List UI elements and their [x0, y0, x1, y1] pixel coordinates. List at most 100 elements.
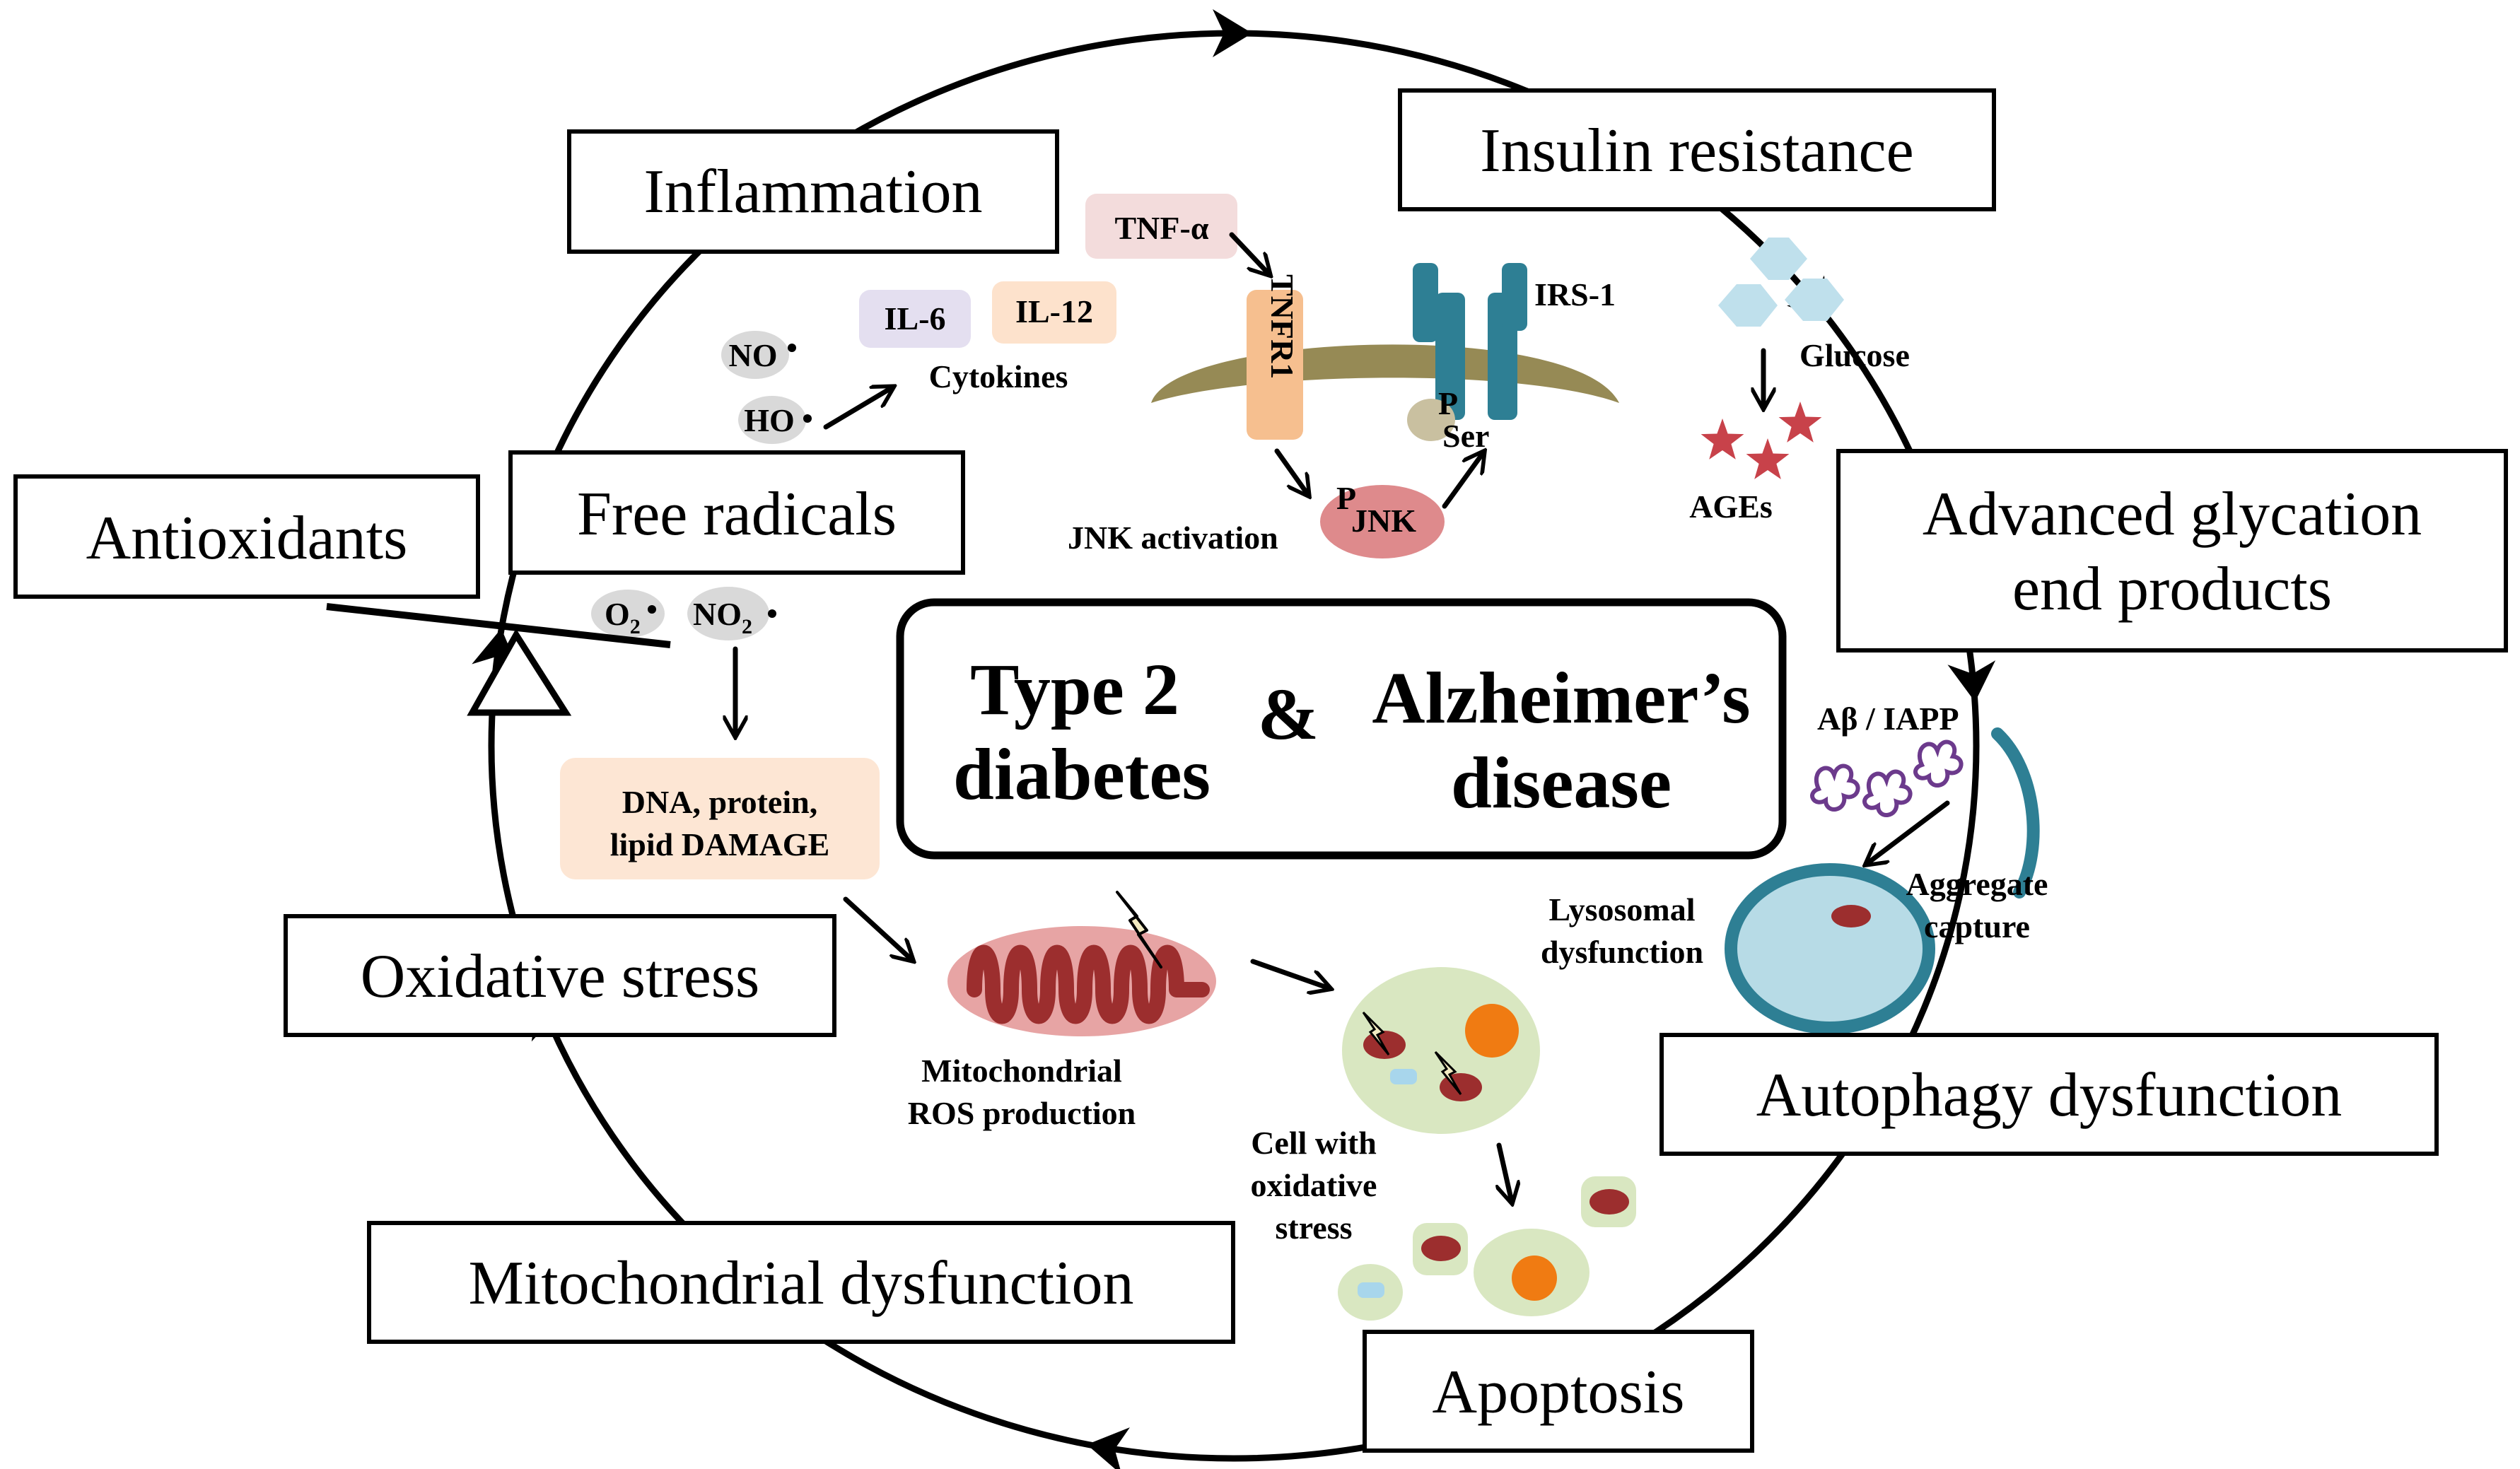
- receptor-to-jnk-arrow: [1274, 448, 1308, 495]
- box-mito-dysfunction-label: Mitochondrial dysfunction: [469, 1249, 1134, 1318]
- tnfr1-label: TNFR1: [1264, 274, 1300, 379]
- pser-ser-label: Ser: [1442, 418, 1489, 454]
- jnk-ellipse: [1320, 485, 1445, 558]
- center-ampersand: &: [1258, 674, 1319, 755]
- lysosome: [1725, 863, 1935, 1034]
- apoptotic-fragment-3-mito: [1589, 1189, 1629, 1215]
- glucose-hex-3: [1785, 279, 1844, 321]
- jnk-label: JNK: [1351, 503, 1416, 539]
- box-insulin-resistance: [1398, 88, 1996, 211]
- damage-to-mito-arrow: [843, 896, 912, 960]
- box-autophagy-label: Autophagy dysfunction: [1756, 1061, 2343, 1130]
- box-inflammation: [567, 129, 1059, 254]
- cycle-chevron-6: [1087, 1427, 1130, 1469]
- age-star-1: [1701, 419, 1744, 460]
- no-radical-label: NO: [729, 337, 778, 373]
- center-box: [896, 598, 1787, 860]
- box-antioxidants: [13, 474, 480, 599]
- center-left-line2: diabetes: [953, 734, 1211, 815]
- cell-lightning-icon-1: [1362, 1011, 1390, 1055]
- aggregate-capture-line1: Aggregate: [1906, 866, 2048, 902]
- center-right-line2: disease: [1451, 742, 1672, 824]
- pser-bubble: [1407, 399, 1455, 441]
- ages-label: AGEs: [1689, 488, 1773, 525]
- jnk-p-label: P: [1336, 480, 1356, 516]
- aggregate-to-lysosome-arrow: [1867, 800, 1950, 864]
- jnk-to-ser-arrow: [1442, 452, 1483, 509]
- box-mito-dysfunction: [367, 1221, 1235, 1344]
- box-free-radicals-label: Free radicals: [577, 480, 897, 549]
- o2-dot: [648, 605, 656, 614]
- box-autophagy: [1659, 1033, 2439, 1156]
- cycle-chevron-1: [1213, 9, 1252, 57]
- box-oxidative-stress: [284, 914, 836, 1037]
- pser-p-label: P: [1438, 385, 1458, 421]
- stressed-cell-nucleus: [1465, 1004, 1519, 1058]
- glucose-hex-2: [1718, 284, 1778, 327]
- cell-to-apoptosis-arrow: [1499, 1142, 1512, 1202]
- irs1-receptor-far: [1502, 263, 1527, 331]
- apoptotic-fragment-2-mito: [1421, 1236, 1461, 1261]
- mito-ros-line1: Mitochondrial: [921, 1053, 1122, 1089]
- antioxidant-inhibition-bar: [326, 603, 671, 648]
- mito-lightning-icon: [1116, 891, 1162, 968]
- no2-bubble: [687, 587, 769, 640]
- irs1-label: IRS-1: [1534, 276, 1616, 312]
- box-antioxidants-label: Antioxidants: [86, 504, 408, 573]
- o2-label: O2: [605, 596, 641, 638]
- aggregate-capture-line2: capture: [1924, 908, 2030, 944]
- glucose-label: Glucose: [1799, 337, 1910, 373]
- damage-badge: [560, 758, 880, 879]
- aggregate-2: [1862, 769, 1913, 817]
- age-star-2: [1778, 402, 1822, 443]
- aggregate-3: [1913, 739, 1964, 788]
- tnfr1-receptor: [1247, 290, 1303, 440]
- ages-stars: [1701, 402, 1822, 479]
- phagophore-membrane: [1991, 727, 2040, 899]
- ho-radical-dot: [803, 414, 812, 423]
- il12-badge: [992, 281, 1116, 344]
- il6-label: IL-6: [885, 300, 946, 336]
- box-oxidative-stress-label: Oxidative stress: [361, 942, 760, 1011]
- cell-stress-line1: Cell with: [1251, 1125, 1377, 1161]
- o2-bubble: [591, 590, 665, 638]
- cytokines-label: Cytokines: [929, 358, 1068, 394]
- il6-badge: [859, 290, 971, 348]
- box-insulin-resistance-label: Insulin resistance: [1480, 117, 1913, 185]
- apoptotic-fragment-1-vesicle: [1358, 1282, 1384, 1298]
- stressed-cell-vesicle: [1390, 1069, 1417, 1084]
- box-ages-line1: Advanced glycation: [1923, 480, 2422, 549]
- box-ages: [1836, 449, 2508, 652]
- lysosomal-line2: dysfunction: [1541, 934, 1703, 970]
- antioxidant-triangle: [467, 628, 572, 716]
- irs1-receptor-mid: [1435, 293, 1465, 420]
- ho-radical-label: HO: [744, 402, 795, 438]
- mitochondrion-cristae: [967, 944, 1210, 1024]
- ho-radical-bubble: [738, 396, 806, 444]
- radicals-to-cytokines-arrow: [823, 387, 892, 430]
- damage-line1: DNA, protein,: [622, 784, 817, 820]
- mito-ros-line2: ROS production: [908, 1095, 1136, 1131]
- cell-stress-line2: oxidative: [1251, 1167, 1377, 1203]
- age-star-3: [1746, 438, 1790, 479]
- cell-lightning-icon-2: [1434, 1050, 1462, 1095]
- mito-to-cell-arrow: [1250, 959, 1329, 988]
- cycle-chevron-3: [1947, 660, 1996, 702]
- box-ages-line2: end products: [2012, 555, 2332, 624]
- aggregate-1: [1810, 763, 1860, 812]
- cell-stress-line3: stress: [1275, 1210, 1352, 1246]
- box-inflammation-label: Inflammation: [644, 158, 983, 226]
- box-apoptosis-label: Apoptosis: [1433, 1358, 1685, 1427]
- box-apoptosis: [1363, 1330, 1754, 1453]
- apoptotic-cell-nucleus: [1512, 1256, 1557, 1301]
- center-right-line1: Alzheimer’s: [1372, 657, 1750, 739]
- no-radical-bubble: [721, 331, 789, 379]
- box-free-radicals: [508, 450, 965, 575]
- no2-dot: [768, 609, 776, 618]
- glucose-hex-1: [1750, 238, 1807, 280]
- stressed-cell-mito-1: [1363, 1031, 1406, 1059]
- tnf-to-receptor-arrow: [1229, 232, 1269, 274]
- damage-line2: lipid DAMAGE: [610, 826, 830, 862]
- il12-label: IL-12: [1015, 293, 1093, 329]
